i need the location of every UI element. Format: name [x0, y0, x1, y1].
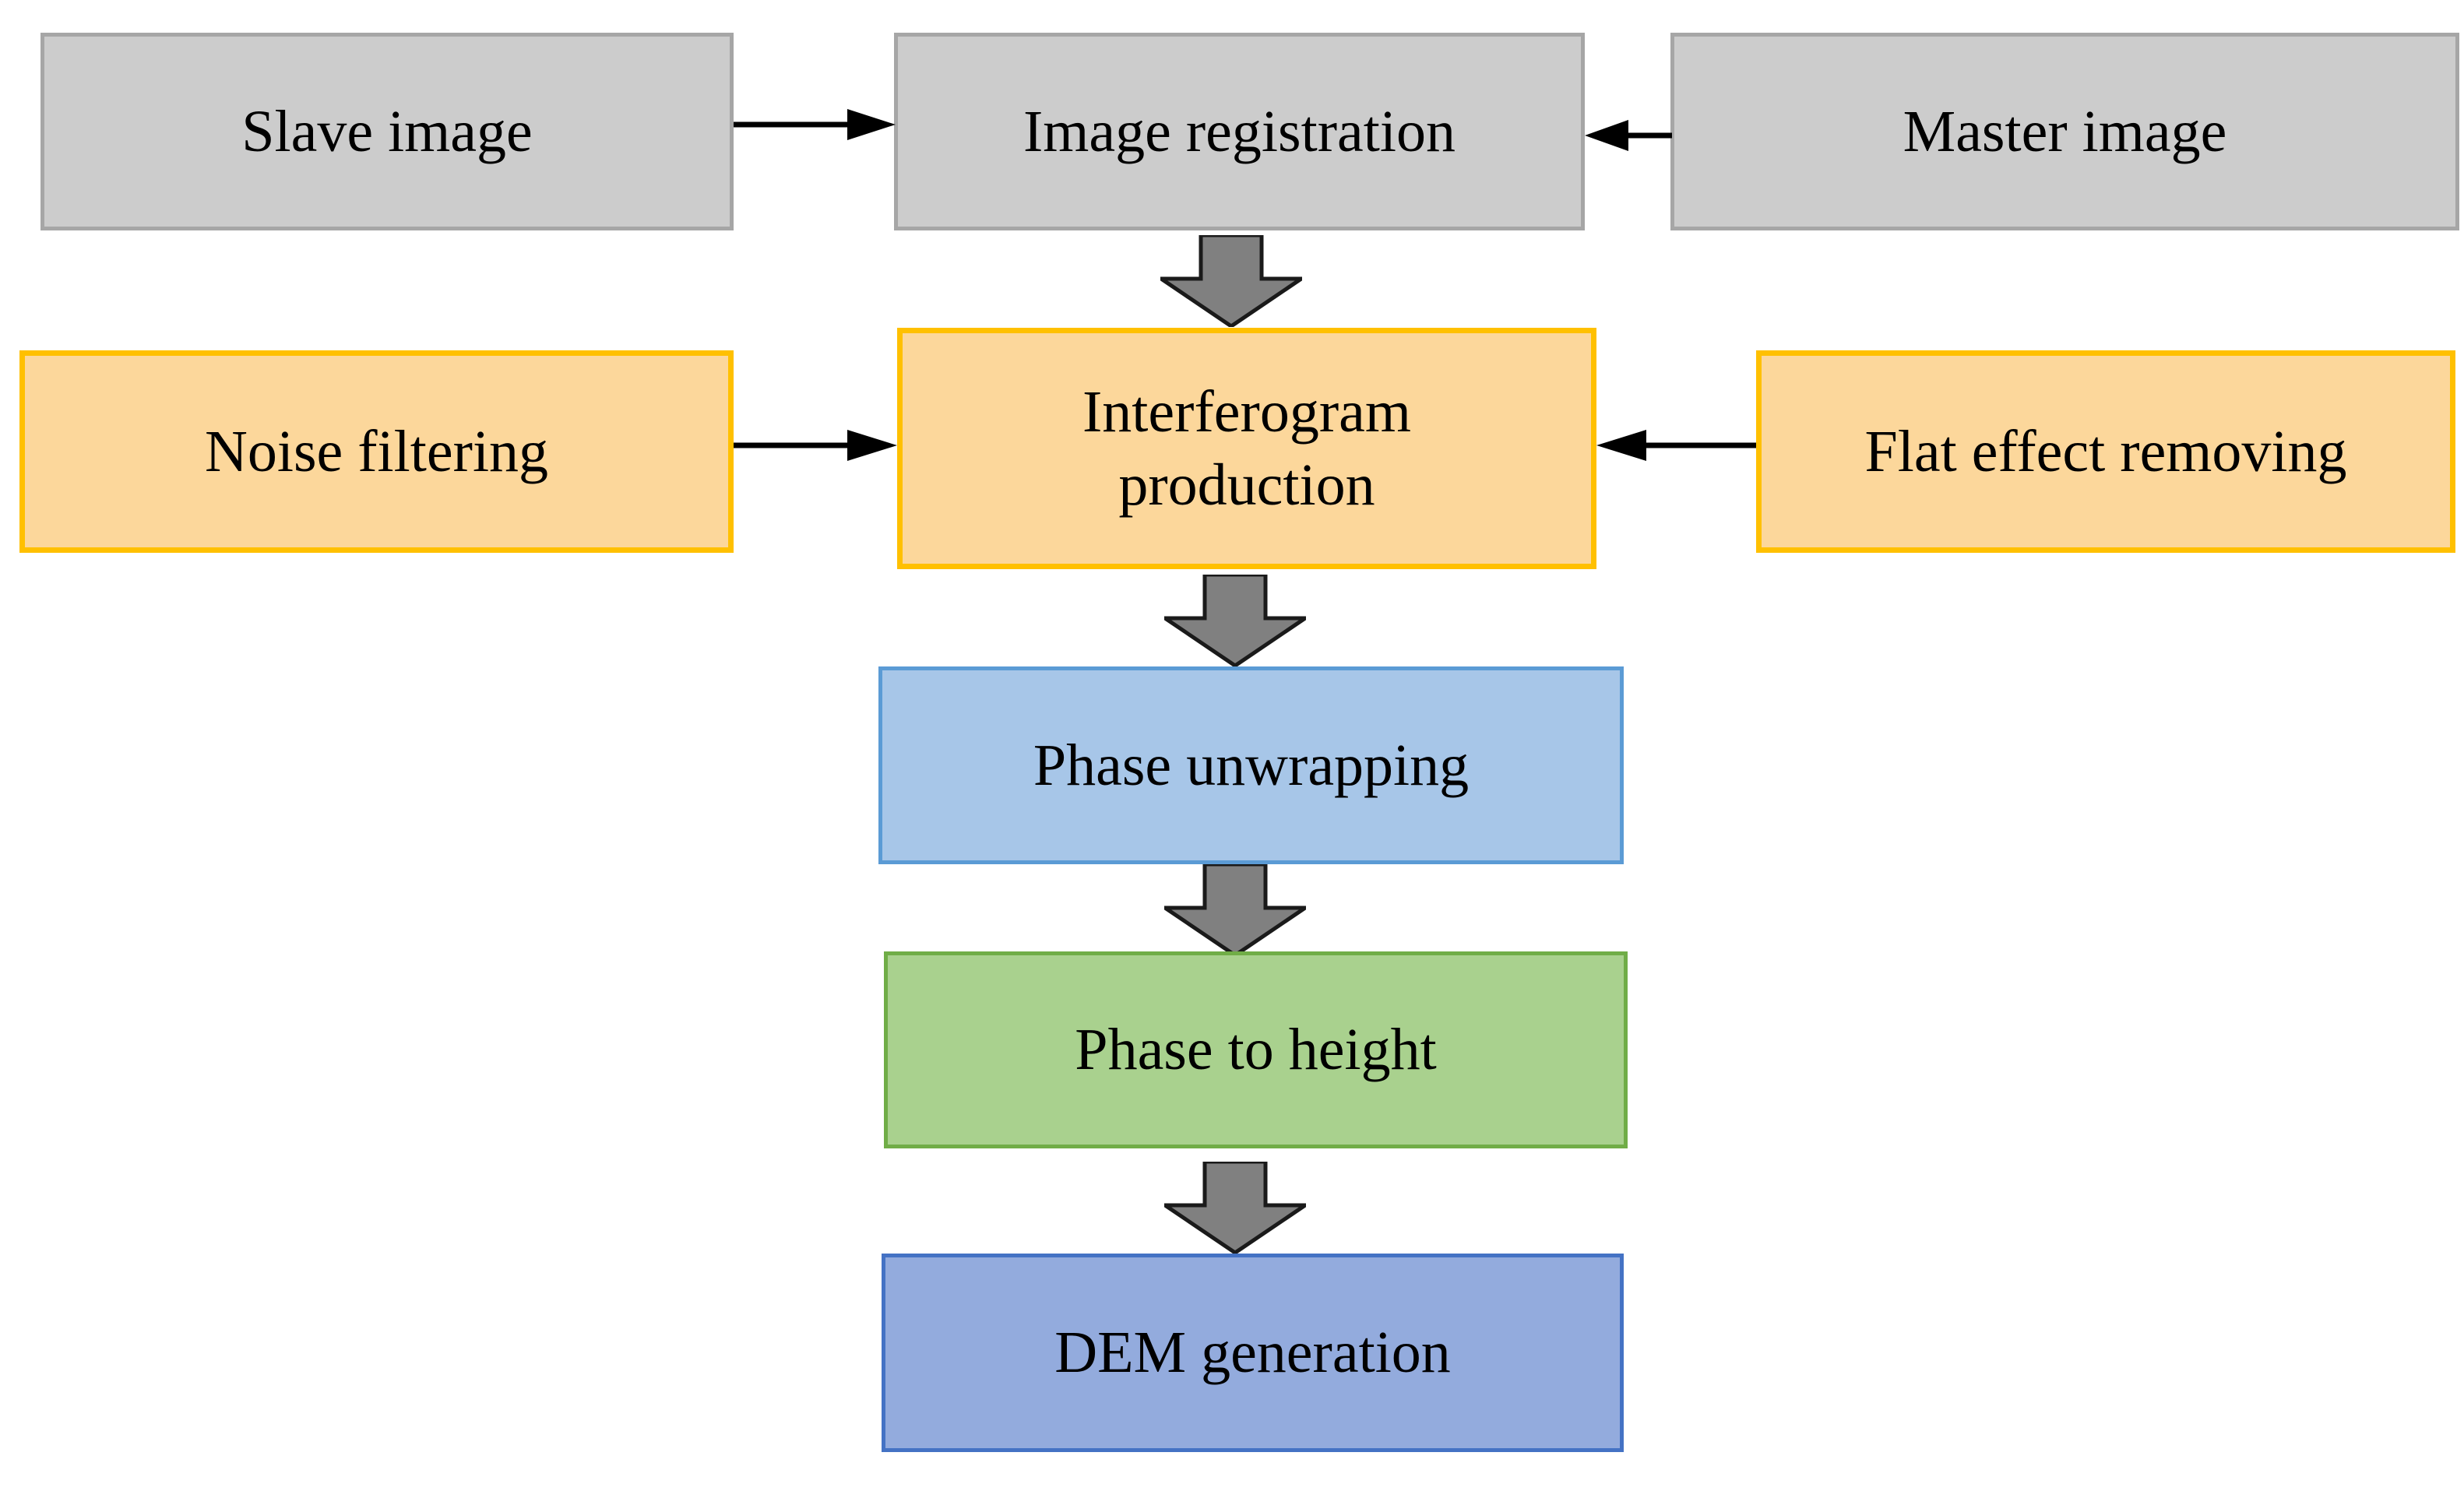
edge-interferogram-to-unwrapping-block-arrow [1164, 575, 1306, 666]
edge-unwrapping-to-height-block-arrow [1164, 864, 1306, 956]
node-image-registration[interactable]: Image registration [894, 33, 1585, 230]
node-label: Phase to height [1075, 1017, 1437, 1083]
node-label: Slave image [241, 98, 533, 164]
edge-registration-to-interferogram-block-arrow [1160, 235, 1302, 327]
node-label: DEM generation [1054, 1320, 1451, 1386]
edge-height-to-dem-block-arrow [1164, 1162, 1306, 1254]
edge-noise-to-interferogram-arrow [734, 428, 897, 462]
node-dem-generation[interactable]: DEM generation [882, 1254, 1624, 1452]
node-label: Interferogram production [1082, 378, 1411, 518]
node-master-image[interactable]: Master image [1670, 33, 2459, 230]
node-phase-to-height[interactable]: Phase to height [884, 951, 1628, 1148]
node-slave-image[interactable]: Slave image [40, 33, 734, 230]
node-label: Phase unwrapping [1033, 732, 1470, 798]
edge-slave-to-registration-arrow [734, 107, 896, 142]
node-interferogram-production[interactable]: Interferogram production [897, 328, 1596, 569]
edge-flat-effect-to-interferogram-arrow [1596, 428, 1756, 462]
node-label: Noise filtering [204, 418, 549, 484]
node-label: Image registration [1023, 98, 1456, 164]
node-label: Flat effect removing [1864, 418, 2347, 484]
node-flat-effect-removing[interactable]: Flat effect removing [1756, 350, 2455, 553]
edge-master-to-registration-arrow [1585, 118, 1672, 153]
node-noise-filtering[interactable]: Noise filtering [19, 350, 734, 553]
node-label: Master image [1903, 98, 2227, 164]
node-phase-unwrapping[interactable]: Phase unwrapping [878, 666, 1624, 864]
